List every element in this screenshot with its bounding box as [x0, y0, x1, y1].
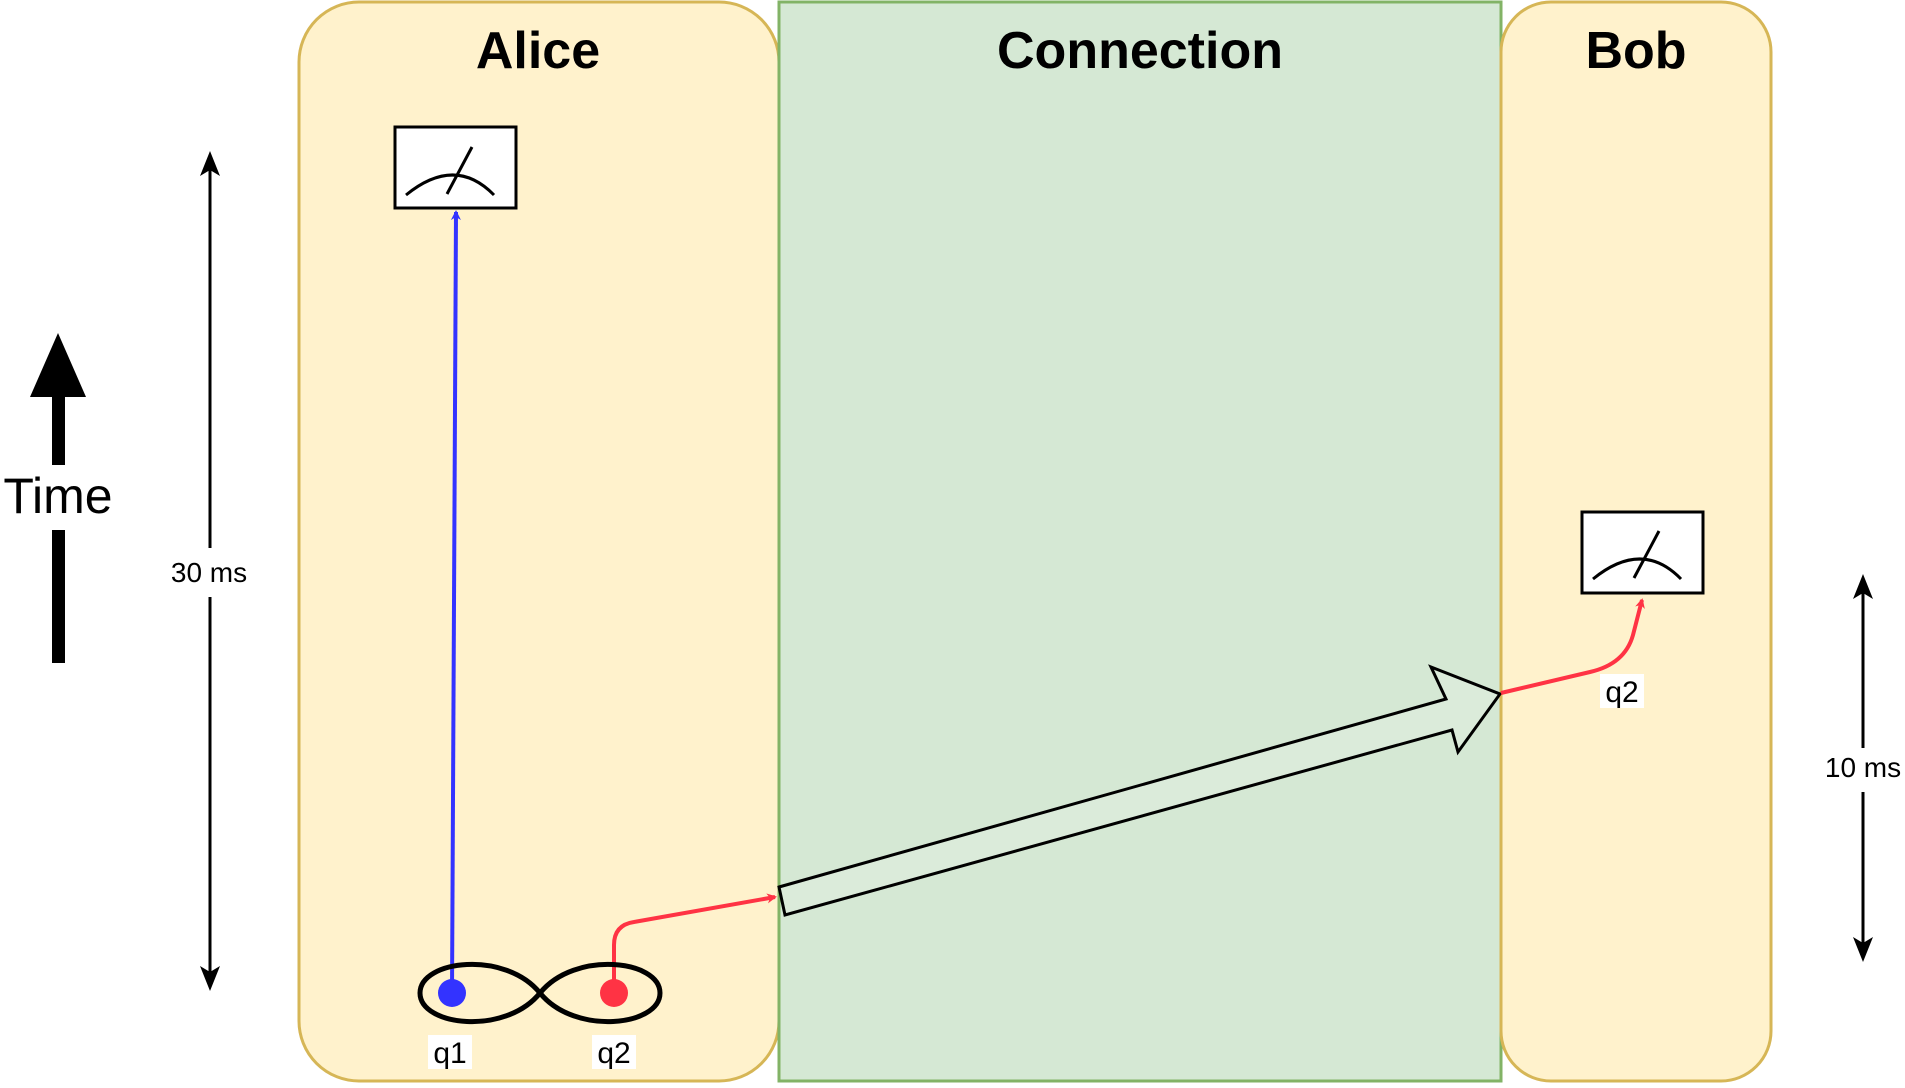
time-label: Time [3, 468, 112, 524]
q2-bob-label: q2 [1605, 676, 1638, 709]
dimension-left [200, 151, 220, 991]
bob-title: Bob [1585, 22, 1686, 80]
connection-title: Connection [997, 22, 1283, 80]
q1-label-bg [428, 1035, 472, 1069]
q2-path-alice [612, 893, 777, 993]
q1-dot [438, 979, 466, 1007]
dimension-right-label: 10 ms [1825, 752, 1901, 783]
meter-icon [1580, 510, 1705, 595]
q2-label: q2 [597, 1037, 630, 1070]
q1-path [450, 210, 461, 994]
connection-panel [777, 0, 1503, 1083]
dimension-left-label: 30 ms [171, 557, 247, 588]
q2-label-bg [592, 1035, 636, 1069]
q2-dot [600, 979, 628, 1007]
alice-title: Alice [476, 22, 600, 80]
q1-label: q1 [433, 1037, 466, 1070]
q2-bob-label-bg [1600, 674, 1644, 708]
channel-arrow [777, 664, 1503, 917]
dimension-right [1853, 574, 1873, 962]
time-arrow [30, 333, 86, 663]
meter-icon [393, 125, 518, 210]
q2-path-bob [1500, 598, 1645, 695]
alice-panel [297, 0, 781, 1083]
infinity-icon [417, 962, 663, 1024]
